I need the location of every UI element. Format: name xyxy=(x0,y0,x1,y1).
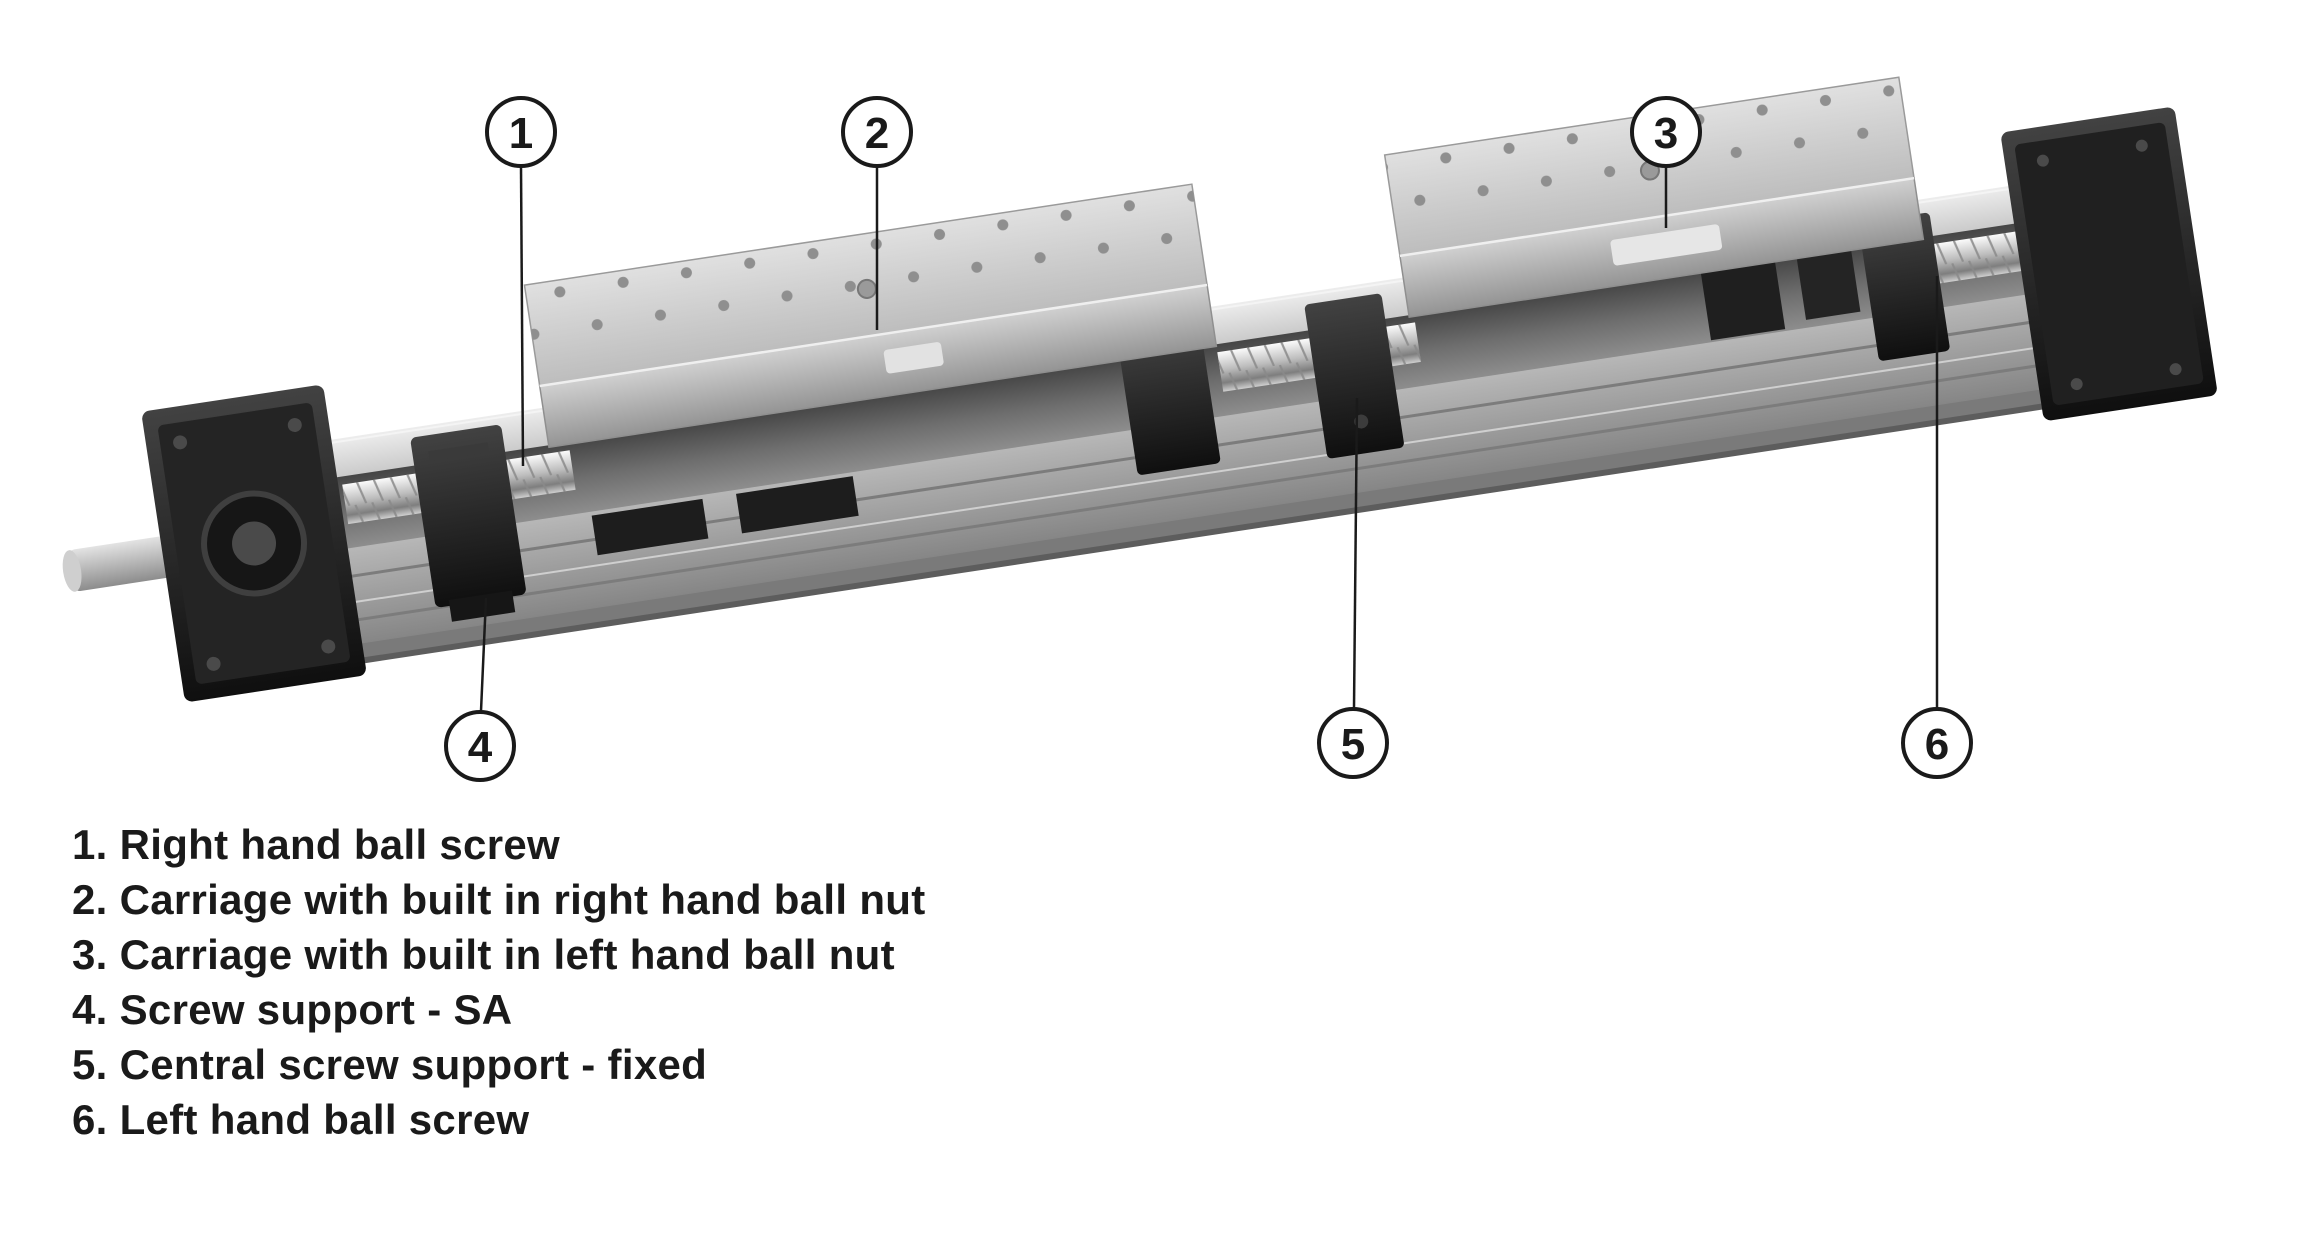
ball-nut-carriage-3 xyxy=(1700,212,1950,361)
callout-3-circle xyxy=(1630,96,1702,168)
carriage-right-hand-nut xyxy=(523,183,1218,556)
callout-1-number: 1 xyxy=(509,109,533,158)
callout-2-number: 2 xyxy=(865,109,889,158)
legend: 1. Right hand ball screw 2. Carriage wit… xyxy=(72,824,926,1141)
callout-4-number: 4 xyxy=(468,723,493,772)
screw-support-sa xyxy=(410,425,526,622)
ball-nut-carriage-2 xyxy=(1117,325,1221,475)
callout-3-number: 3 xyxy=(1654,109,1678,158)
callout-5-number: 5 xyxy=(1341,720,1365,769)
legend-item-3: 3. Carriage with built in left hand ball… xyxy=(72,931,895,978)
legend-item-6: 6. Left hand ball screw xyxy=(72,1096,530,1143)
callout-4-leader xyxy=(479,597,488,712)
legend-item-2: 2. Carriage with built in right hand bal… xyxy=(72,876,926,923)
legend-item-5: 5. Central screw support - fixed xyxy=(72,1041,708,1088)
legend-item-4: 4. Screw support - SA xyxy=(72,986,513,1033)
legend-item-1: 1. Right hand ball screw xyxy=(72,821,560,868)
callout-1-circle xyxy=(485,96,557,168)
left-hand-ball-screw xyxy=(1924,231,2025,285)
callout-2: 2 xyxy=(841,96,913,168)
callout-1-leader xyxy=(519,166,525,467)
callout-1: 1 xyxy=(485,96,557,168)
leader-lines xyxy=(479,166,1939,712)
callout-5-leader xyxy=(1352,397,1359,709)
actuator-body xyxy=(62,76,2217,702)
callout-3: 3 xyxy=(1630,96,1702,168)
left-end-block xyxy=(62,385,366,702)
callout-5: 5 xyxy=(1317,707,1389,779)
callouts: 1 2 3 4 5 6 xyxy=(444,96,1973,782)
callout-4: 4 xyxy=(444,710,516,782)
callout-6-circle xyxy=(1901,707,1973,779)
callout-2-circle xyxy=(841,96,913,168)
callout-6-number: 6 xyxy=(1925,720,1949,769)
callout-4-circle xyxy=(444,710,516,782)
right-end-block xyxy=(2001,107,2217,421)
callout-6: 6 xyxy=(1901,707,1973,779)
carriage-left-hand-nut xyxy=(1383,76,1925,319)
callout-5-circle xyxy=(1317,707,1389,779)
